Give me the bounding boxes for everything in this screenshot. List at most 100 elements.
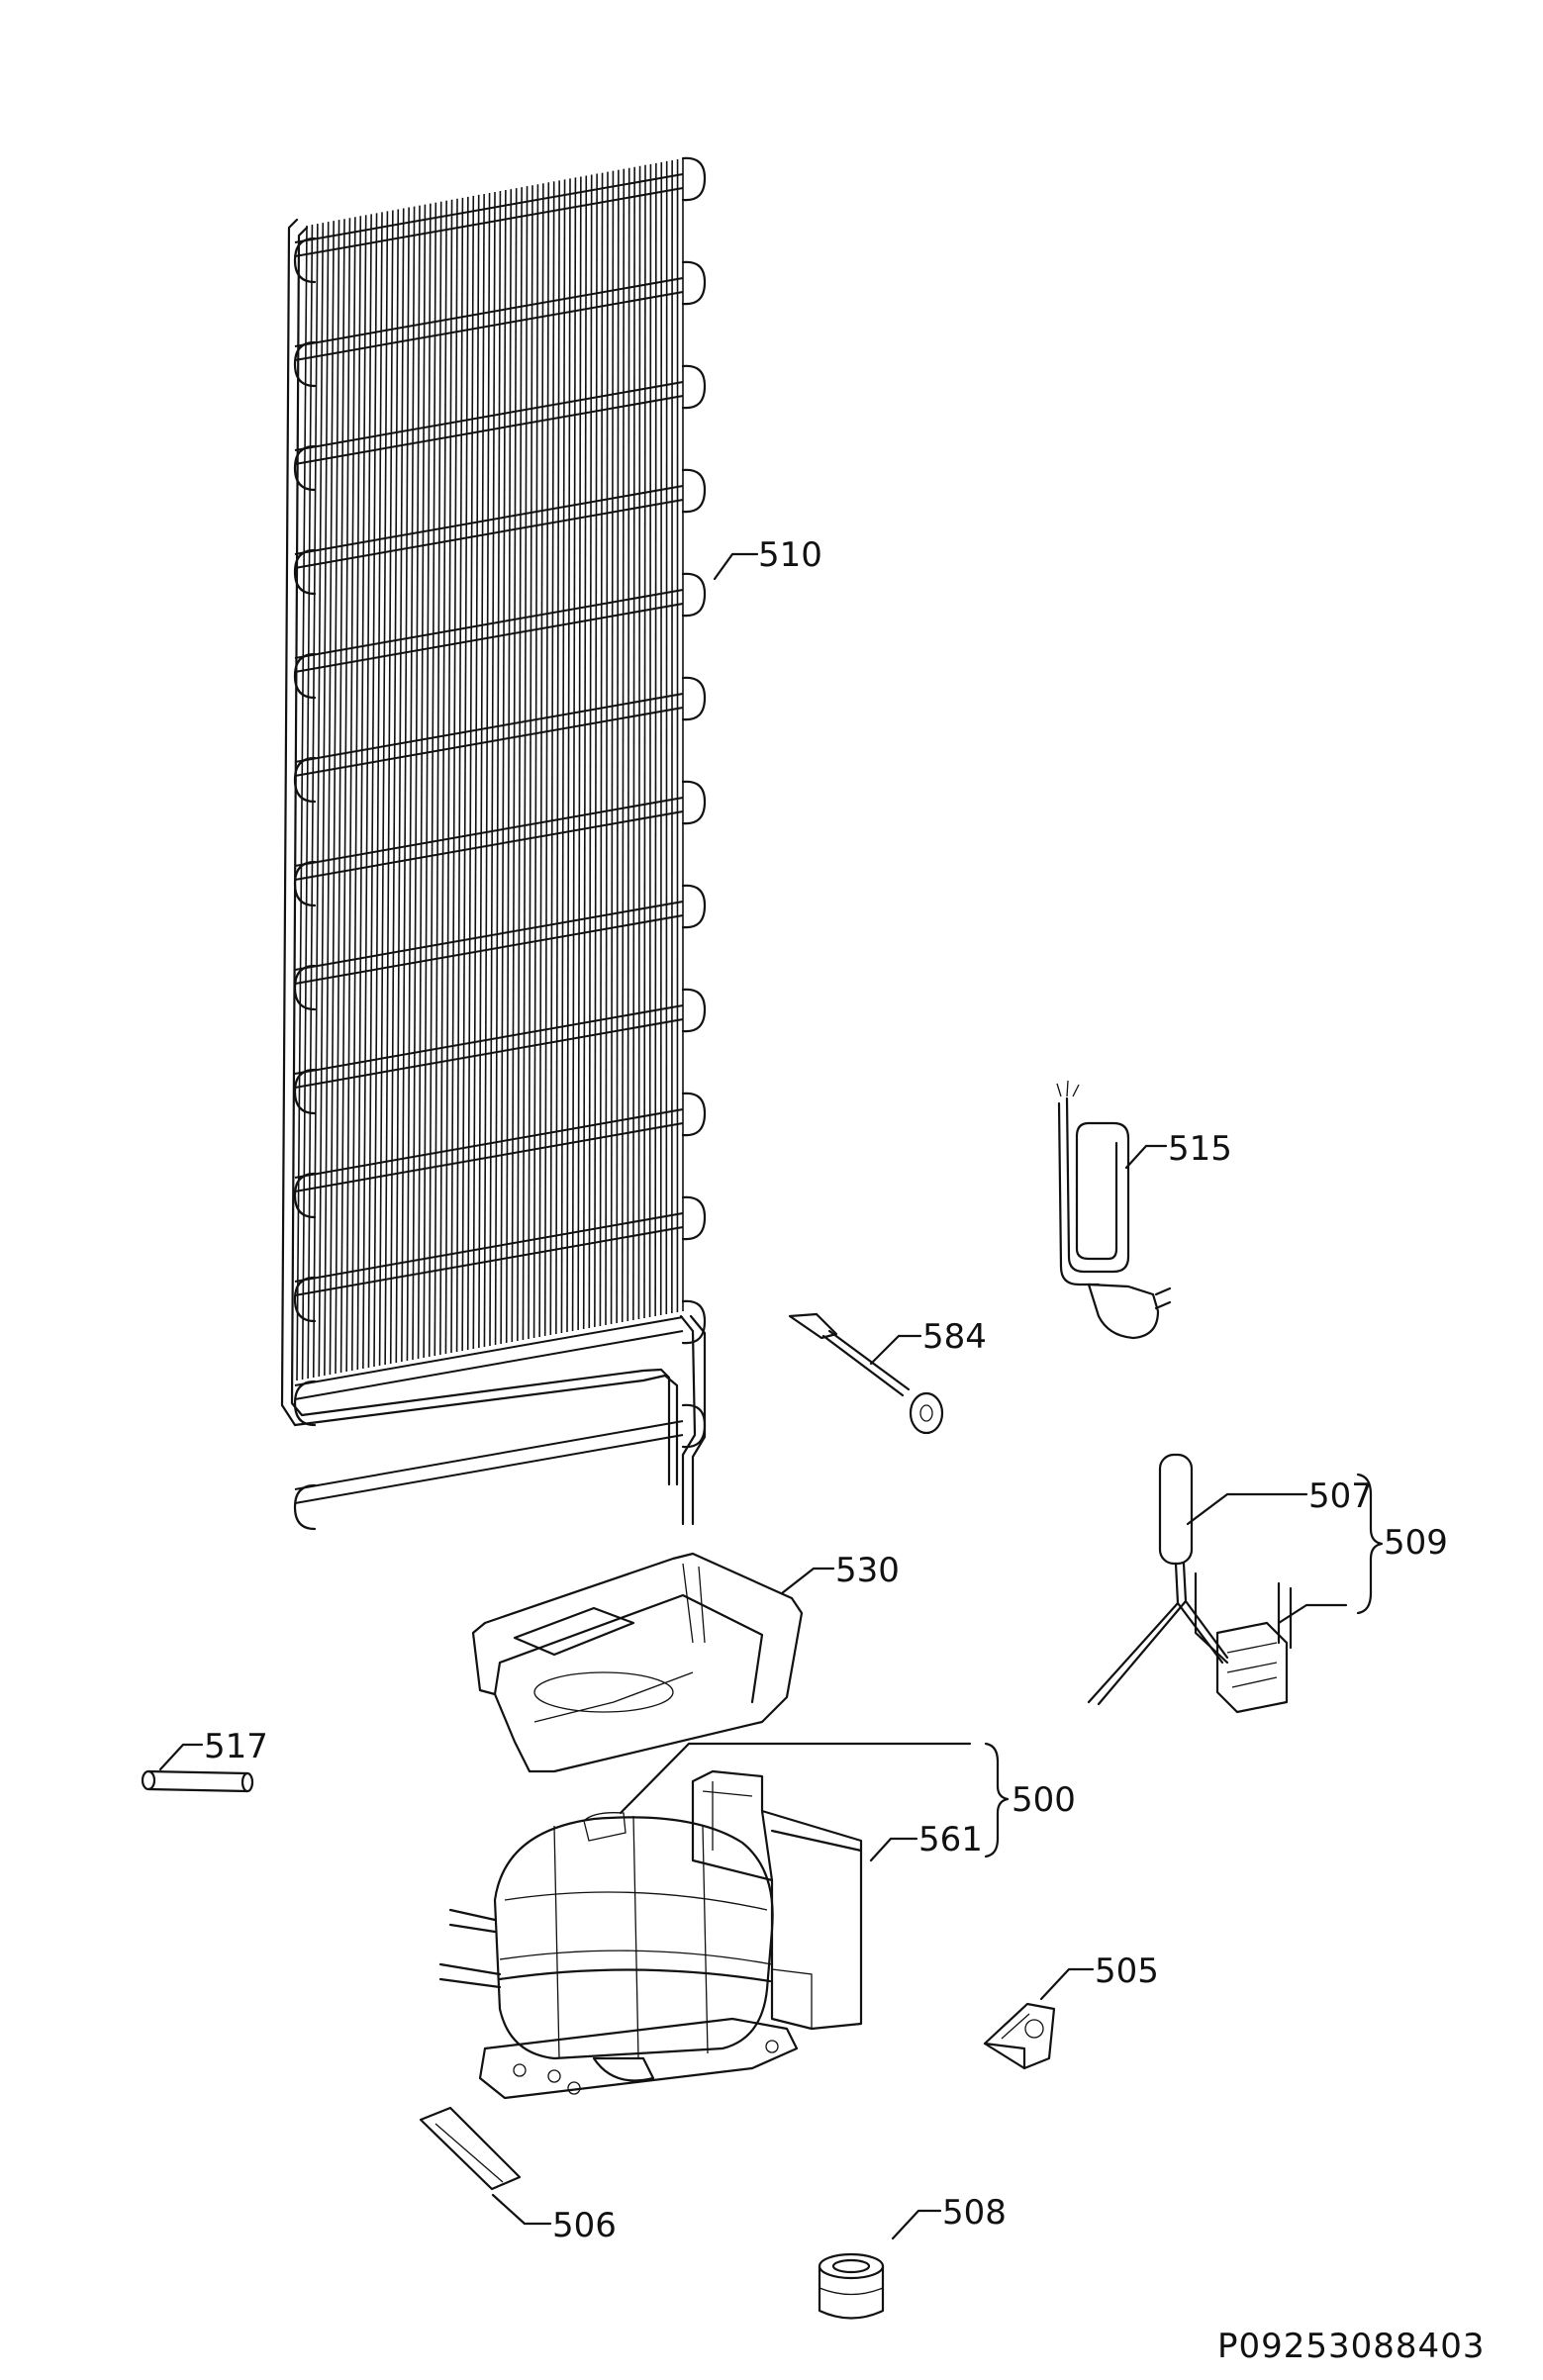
condenser-wire <box>440 201 446 1355</box>
condenser-tube <box>295 1331 683 1399</box>
condenser-loop <box>683 782 705 823</box>
tube-517 <box>143 1771 252 1791</box>
condenser-loop <box>683 1197 705 1239</box>
condenser-wire <box>627 168 628 1321</box>
condenser-wire <box>578 176 581 1330</box>
condenser-wire <box>529 185 532 1339</box>
condenser-wire <box>518 187 522 1341</box>
relay-509 <box>1217 1583 1291 1712</box>
condenser-wire <box>606 172 608 1325</box>
label-509: 509 <box>1384 1523 1448 1563</box>
condenser-wire <box>612 171 614 1324</box>
condenser-tube <box>295 1019 683 1088</box>
condenser-wire <box>330 220 338 1375</box>
condenser-tube <box>295 694 683 762</box>
condenser-wire <box>638 166 639 1319</box>
condenser-tube <box>295 1005 683 1074</box>
condenser-loop <box>295 758 315 802</box>
label-508: 508 <box>942 2193 1007 2233</box>
condenser-loop <box>683 1094 705 1135</box>
condenser-wire <box>496 191 501 1345</box>
condenser-tube <box>295 1435 683 1503</box>
condenser-tube <box>295 798 683 866</box>
condenser-wire <box>501 190 506 1344</box>
condenser-wire <box>633 167 634 1320</box>
condenser-wire <box>600 173 602 1326</box>
condenser-loops-right <box>683 158 705 1447</box>
leader-517 <box>160 1745 202 1769</box>
condenser-loop <box>295 654 315 698</box>
condenser-wire <box>473 195 478 1349</box>
bracket-500 <box>986 1744 1008 1856</box>
condenser-wire <box>595 174 597 1327</box>
condenser-wire <box>661 162 662 1315</box>
probe-584 <box>790 1314 942 1433</box>
condenser-wire <box>523 186 527 1340</box>
condenser-wire <box>655 163 656 1316</box>
leader-506 <box>493 2195 550 2224</box>
condenser-wire <box>561 179 564 1333</box>
label-584: 584 <box>922 1317 987 1357</box>
condenser-tube <box>295 708 683 776</box>
condenser-wire <box>325 221 334 1376</box>
label-505: 505 <box>1095 1952 1159 1991</box>
leader-508 <box>893 2211 940 2238</box>
clip-505 <box>985 2004 1054 2068</box>
label-500: 500 <box>1012 1780 1076 1820</box>
condenser-wire <box>539 183 543 1337</box>
power-cord-515 <box>1057 1081 1170 1338</box>
label-506: 506 <box>552 2206 617 2245</box>
condenser-tube <box>295 902 683 970</box>
condenser-loop <box>295 1381 315 1425</box>
condenser-wire <box>512 188 516 1342</box>
condenser-tube <box>295 590 683 658</box>
leader-584 <box>871 1336 920 1364</box>
condenser-wire <box>445 200 451 1354</box>
leader-530 <box>782 1569 833 1593</box>
label-530: 530 <box>835 1551 900 1590</box>
condenser-loop <box>683 990 705 1031</box>
condenser-wire-grid <box>295 158 683 1503</box>
condenser-wire <box>644 165 645 1318</box>
condenser-wire <box>468 196 474 1350</box>
condenser-loop <box>683 678 705 719</box>
condenser-wire <box>623 169 625 1322</box>
label-510: 510 <box>758 535 822 575</box>
condenser-wire <box>617 170 619 1323</box>
condenser-wire <box>556 180 559 1334</box>
plate-506 <box>421 2108 520 2189</box>
condenser-loop <box>683 886 705 927</box>
label-515: 515 <box>1168 1129 1232 1169</box>
condenser-wire <box>314 223 324 1378</box>
condenser-loop <box>683 158 705 200</box>
leader-500 <box>621 1744 970 1813</box>
condenser-wire <box>550 181 553 1335</box>
leader-561 <box>871 1839 916 1860</box>
condenser-loop <box>683 470 705 512</box>
condenser-wire <box>545 182 549 1336</box>
condenser-loop <box>295 1485 315 1529</box>
condenser-wire <box>479 194 484 1348</box>
condenser-wire <box>451 199 457 1353</box>
condenser-wire <box>319 222 328 1377</box>
condenser-wire <box>430 203 436 1357</box>
leader-515 <box>1126 1146 1166 1168</box>
condenser-wire <box>490 192 495 1346</box>
condenser-wire <box>567 178 570 1332</box>
condenser-loop <box>683 366 705 408</box>
condenser-loop <box>683 262 705 304</box>
condenser-510 <box>282 158 705 1529</box>
condenser-loop <box>683 574 705 616</box>
condenser-wire <box>434 202 440 1356</box>
label-561: 561 <box>918 1820 983 1859</box>
condenser-wire <box>457 198 463 1352</box>
document-id: P09253088403 <box>1217 2327 1485 2366</box>
condenser-wire <box>584 175 587 1329</box>
condenser-wire <box>589 175 591 1328</box>
leader-505 <box>1041 1969 1093 1999</box>
condenser-wire <box>534 184 538 1338</box>
condenser-wire <box>573 177 576 1331</box>
condenser-tube <box>295 1421 683 1489</box>
drip-tray-530 <box>473 1554 802 1771</box>
